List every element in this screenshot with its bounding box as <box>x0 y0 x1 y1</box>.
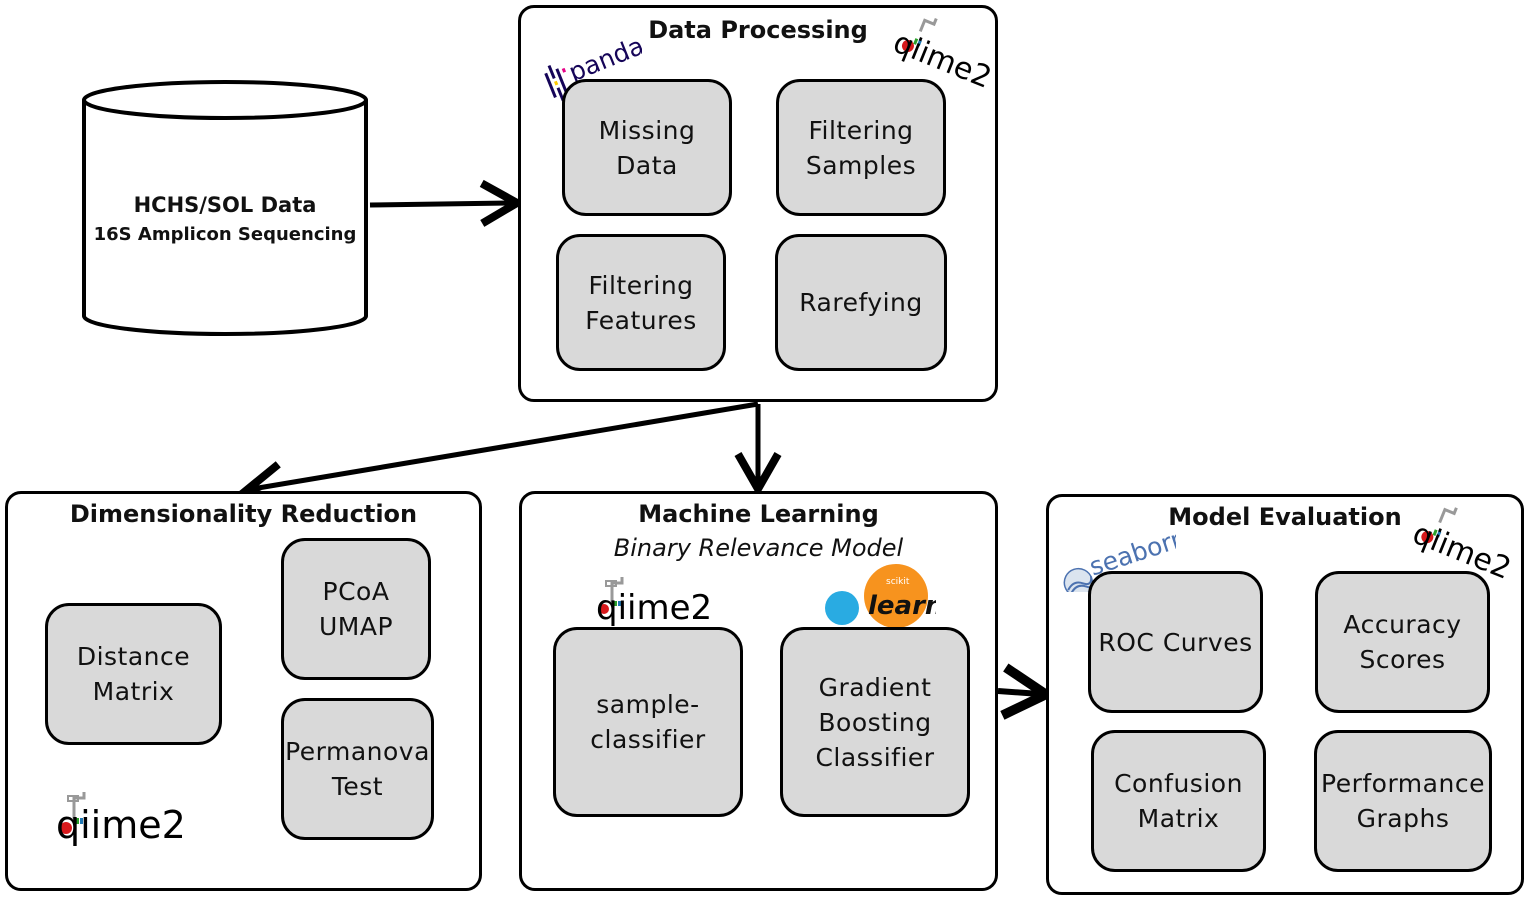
machine-learning-title: Machine Learning <box>638 500 879 528</box>
qiime2-logo-text: qiime2 <box>596 588 712 627</box>
machine-learning-subtitle: Binary Relevance Model <box>613 534 904 562</box>
arrow-source-to-processing <box>369 179 526 227</box>
sklearn-logo-small-text: scikit <box>886 577 910 587</box>
model-evaluation-title: Model Evaluation <box>1168 503 1402 531</box>
arrow-ml-to-eval <box>997 663 1056 720</box>
source-subtitle: 16S Amplicon Sequencing <box>93 224 357 245</box>
pandas-logo: pandas <box>544 26 642 102</box>
step-rarefying: Rarefying <box>775 234 947 371</box>
qiime2-logo-text: qiime2 <box>56 803 186 847</box>
qiime2-logo: qiime2 <box>596 577 712 627</box>
database-cylinder <box>82 80 368 336</box>
data-processing-title: Data Processing <box>648 16 868 44</box>
arrow-processing-to-dimred <box>239 401 759 508</box>
source-title: HCHS/SOL Data <box>133 193 317 217</box>
qiime2-logo: qiime2 <box>56 792 186 847</box>
pandas-logo-text: pandas <box>565 26 642 87</box>
dimensionality-reduction-title: Dimensionality Reduction <box>69 500 418 528</box>
sklearn-logo-text: learn <box>868 591 936 621</box>
step-roc-curves: ROC Curves <box>1088 571 1263 713</box>
scikit-learn-logo: scikit learn <box>825 564 936 628</box>
step-sample-classifier: sample-classifier <box>553 627 743 817</box>
